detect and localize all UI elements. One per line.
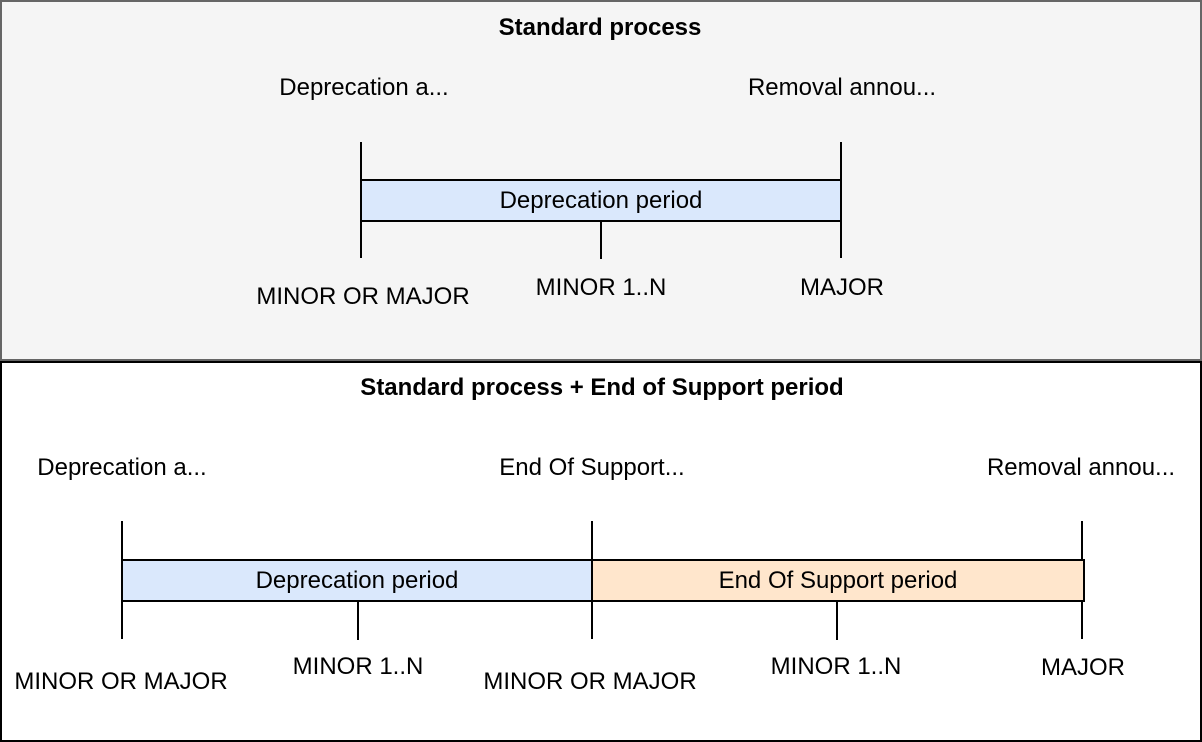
panel-title: Standard process [498,14,702,41]
deprecation-period-bar: Deprecation period [360,179,842,222]
tick-label-minor-1n: MINOR 1..N [770,653,902,680]
panel-title: Standard process + End of Support period [360,374,844,401]
tick-label-major: MAJOR [800,274,884,301]
tick-label-minor-or-major: MINOR OR MAJOR [256,283,470,310]
timeline-tick-middle [600,221,602,259]
end-of-support-period-bar: End Of Support period [591,559,1085,602]
tick-label-minor-or-major: MINOR OR MAJOR [14,668,228,695]
deprecation-period-bar-label: Deprecation period [255,566,459,594]
panel-standard-process-with-eos: Standard process + End of Support period… [0,361,1202,742]
end-of-support-period-bar-label: End Of Support period [718,566,958,594]
timeline-tick-middle-eos [836,602,838,640]
annotation-deprecation-announcement: Deprecation a... [37,454,207,481]
deprecation-period-bar: Deprecation period [121,559,593,602]
deprecation-period-bar-label: Deprecation period [499,186,703,214]
annotation-deprecation-announcement: Deprecation a... [279,74,449,101]
tick-label-major: MAJOR [1041,654,1125,681]
tick-label-minor-or-major: MINOR OR MAJOR [483,668,697,695]
annotation-removal-announcement: Removal annou... [986,454,1176,481]
tick-label-minor-1n: MINOR 1..N [292,653,424,680]
tick-label-minor-1n: MINOR 1..N [535,274,667,301]
annotation-removal-announcement: Removal annou... [747,74,937,101]
timeline-tick-middle-deprecation [357,602,359,640]
annotation-end-of-support: End Of Support... [499,454,685,481]
panel-standard-process: Standard process Deprecation a... Remova… [0,0,1202,361]
